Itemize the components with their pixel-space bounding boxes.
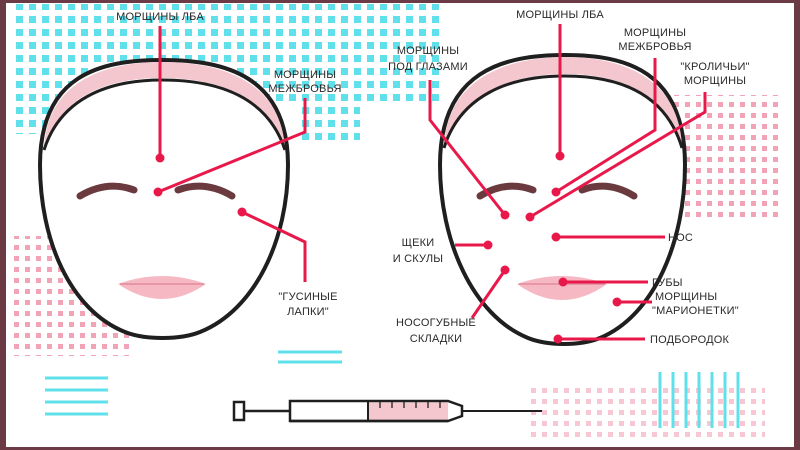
right-face-right-brow bbox=[578, 182, 638, 200]
label-nasolabial-line2: СКЛАДКИ bbox=[410, 333, 462, 345]
label-bunny-line2: МОРЩИНЫ bbox=[684, 75, 746, 87]
cyan-lines-right bbox=[658, 372, 740, 428]
label-cheeks-line1: ЩЕКИ bbox=[402, 237, 435, 249]
label-glabella-right-line2: МЕЖБРОВЬЯ bbox=[618, 41, 691, 53]
left-face bbox=[37, 57, 291, 340]
left-callout-lines bbox=[157, 26, 307, 282]
label-forehead-right: МОРЩИНЫ ЛБА bbox=[516, 9, 604, 21]
right-headband-edge bbox=[442, 74, 684, 149]
left-face-lips bbox=[118, 276, 206, 299]
label-glabella-left-line2: МЕЖБРОВЬЯ bbox=[268, 83, 341, 95]
right-face-left-brow bbox=[476, 182, 537, 200]
label-marionette-line1: МОРЩИНЫ bbox=[655, 291, 717, 303]
label-nose: НОС bbox=[668, 232, 693, 244]
cyan-dots-top-mid bbox=[300, 100, 360, 140]
label-forehead-left: МОРЩИНЫ ЛБА bbox=[116, 11, 204, 23]
label-under-eyes-line2: ПОД ГЛАЗАМИ bbox=[388, 61, 468, 73]
frame-right-bar bbox=[794, 0, 800, 450]
syringe-illustration bbox=[232, 399, 542, 423]
label-chin: ПОДБОРОДОК bbox=[650, 334, 730, 346]
left-headband-edge bbox=[42, 78, 287, 151]
dot-cheeks bbox=[483, 240, 493, 250]
dot-glabella-right bbox=[551, 187, 561, 197]
label-crows-line2: ЛАПКИ" bbox=[287, 306, 329, 318]
pink-dots-bottom-right bbox=[525, 382, 765, 437]
right-callout-dots bbox=[483, 151, 622, 344]
label-cheeks-line2: И СКУЛЫ bbox=[393, 253, 443, 265]
dot-chin bbox=[553, 334, 563, 344]
label-glabella-left-line1: МОРЩИНЫ bbox=[274, 69, 336, 81]
left-face-left-brow bbox=[76, 182, 138, 200]
left-headband bbox=[44, 62, 285, 150]
dot-crows-feet bbox=[237, 207, 247, 217]
dot-nose bbox=[551, 232, 561, 242]
dot-bunny-lines bbox=[525, 212, 535, 222]
dot-nasolabial bbox=[500, 265, 510, 275]
label-nasolabial-line1: НОСОГУБНЫЕ bbox=[396, 317, 476, 329]
dot-glabella-left bbox=[153, 187, 163, 197]
dot-marionette bbox=[612, 297, 622, 307]
label-under-eyes-line1: МОРЩИНЫ bbox=[397, 45, 459, 57]
cyan-lines-left bbox=[45, 376, 108, 416]
dot-lips bbox=[558, 277, 568, 287]
label-crows-line1: "ГУСИНЫЕ bbox=[278, 291, 337, 303]
left-callout-dots bbox=[153, 153, 247, 217]
dot-forehead-left bbox=[155, 153, 165, 163]
left-face-right-brow bbox=[174, 182, 236, 200]
right-callout-lines bbox=[428, 24, 707, 341]
right-headband bbox=[444, 57, 682, 148]
dot-forehead-right bbox=[555, 151, 565, 161]
label-lips: ГУБЫ bbox=[652, 277, 683, 289]
label-marionette-line2: "МАРИОНЕТКИ" bbox=[652, 305, 739, 317]
dot-under-eyes bbox=[500, 210, 510, 220]
cyan-lines-center bbox=[278, 350, 342, 364]
label-bunny-line1: "КРОЛИЧЬИ" bbox=[680, 61, 749, 73]
label-glabella-right-line1: МОРЩИНЫ bbox=[624, 27, 686, 39]
frame-left-bar bbox=[0, 0, 6, 450]
